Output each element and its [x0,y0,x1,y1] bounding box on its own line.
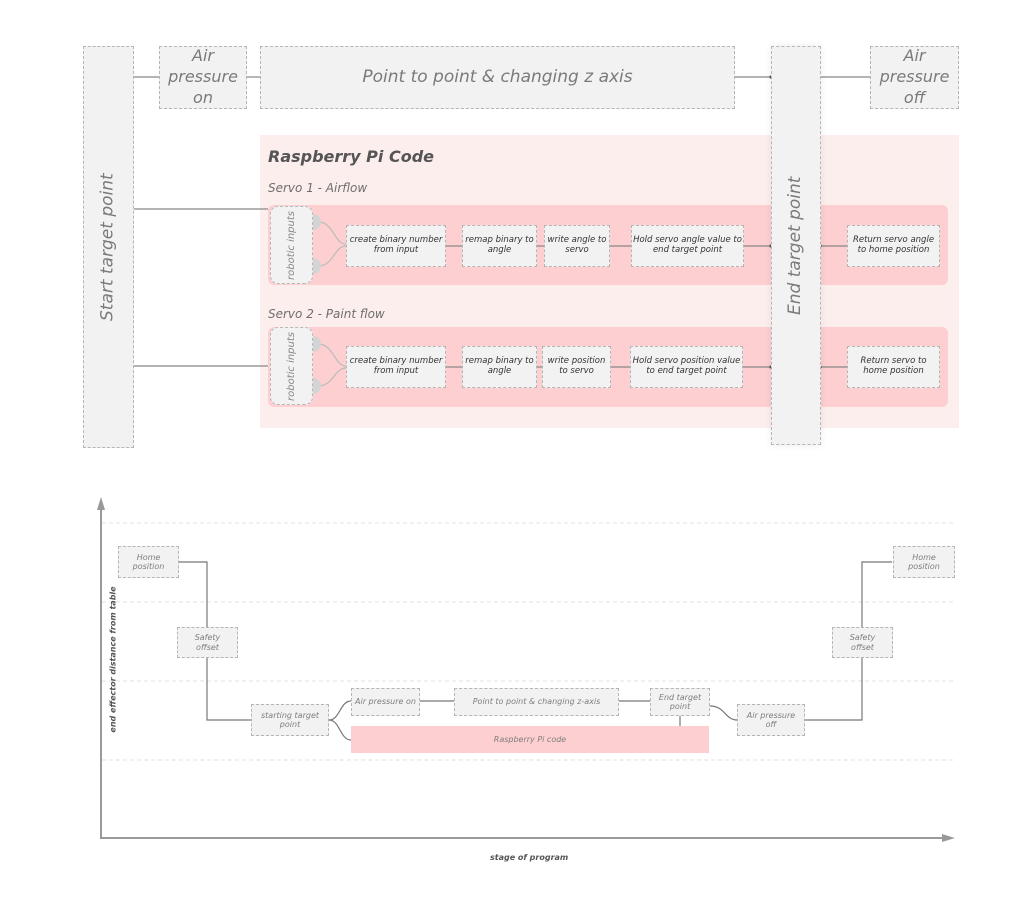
point-to-point-node: Point to point & changing z-axis [454,688,619,716]
rpi-code-title: Raspberry Pi Code [268,147,434,166]
end-target-point-node: End target point [650,688,710,716]
x-axis-label: stage of program [490,853,569,862]
y-axis-arrow [97,497,105,510]
starting-target-point: starting target point [251,704,329,736]
servo2-step: create binary number from input [346,346,446,388]
air-pressure-on-node: Air pressure on [351,688,420,716]
safety-offset-left: Safety offset [177,627,238,658]
air-pressure-on: Air pressure on [159,46,247,109]
end-target-point: End target point [771,46,821,445]
servo1-robotic-inputs: robotic inputs [270,206,313,284]
servo1-step: create binary number from input [346,225,446,267]
servo2-robotic-inputs: robotic inputs [270,327,313,405]
servo1-step: remap binary to angle [462,225,537,267]
y-axis-label: end effector distance from table [108,586,118,733]
servo2-step: write position to servo [542,346,611,388]
servo2-label: Servo 2 - Paint flow [268,307,385,321]
raspberry-pi-code-bar: Raspberry Pi code [351,726,709,753]
servo2-return: Return servo to home position [847,346,940,388]
servo1-step: write angle to servo [544,225,610,267]
servo1-return: Return servo angle to home position [847,225,940,267]
safety-offset-right: Safety offset [832,627,893,658]
start-target-point: Start target point [83,46,134,448]
servo1-step: Hold servo angle value to end target poi… [631,225,744,267]
x-axis-arrow [942,834,955,842]
servo2-step: Hold servo position value to end target … [630,346,743,388]
home-position-right: Home position [893,546,955,578]
home-position-left: Home position [118,546,179,578]
air-pressure-off-node: Air pressure off [737,704,805,736]
air-pressure-off: Air pressure off [870,46,959,109]
servo2-step: remap binary to angle [462,346,537,388]
servo1-label: Servo 1 - Airflow [268,181,368,195]
point-to-point: Point to point & changing z axis [260,46,735,109]
